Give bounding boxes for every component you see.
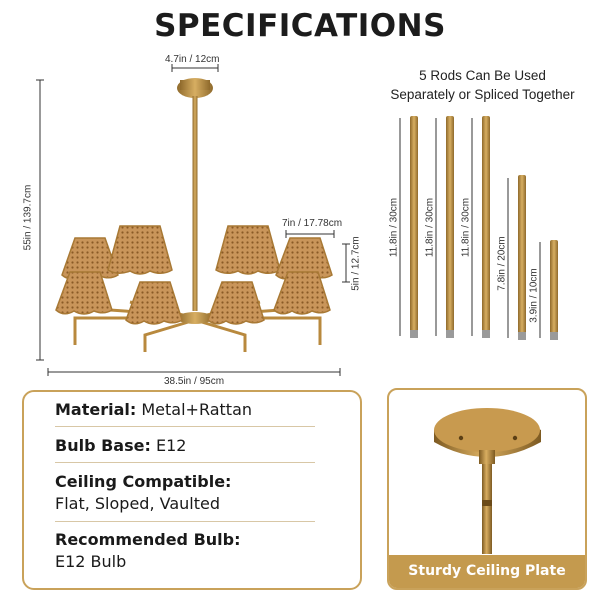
canopy-dimension-line [171,64,219,72]
recommended-bulb-label: Recommended Bulb: [55,530,241,549]
rod-1 [410,116,418,338]
divider [55,462,315,463]
rods-caption-line1: 5 Rods Can Be Used [419,68,546,83]
ceiling-plate-label: Sturdy Ceiling Plate [389,555,585,588]
ceiling-compatible-spec: Ceiling Compatible: Flat, Sloped, Vaulte… [55,472,315,513]
rattan-shade [107,225,173,275]
width-dimension-line [47,368,341,376]
rattan-shade [215,225,281,275]
rod-label: 11.8in / 30cm [424,197,436,258]
rods-caption-line2: Separately or Spliced Together [390,87,575,102]
canopy-dimension-label: 4.7in / 12cm [165,54,220,65]
divider [55,521,315,522]
rod-label: 3.9in / 10cm [528,268,540,323]
recommended-bulb-value: E12 Bulb [55,552,127,571]
bulb-base-value: E12 [155,436,187,455]
shade-width-dimension-line [285,230,335,238]
material-spec: Material: Metal+Rattan [55,400,315,419]
rattan-shade [55,271,113,315]
ceiling-compatible-value: Flat, Sloped, Vaulted [55,494,220,513]
rod-5 [550,240,558,340]
material-value: Metal+Rattan [141,400,253,419]
rod-2 [446,116,454,338]
specification-panel [22,390,362,590]
width-dimension-label: 38.5in / 95cm [164,376,225,387]
divider [55,426,315,427]
shade-width-dimension-label: 7in / 17.78cm [282,218,343,229]
height-dimension-line [36,79,44,361]
rod-label: 7.8in / 20cm [496,236,508,291]
ceiling-compatible-label: Ceiling Compatible: [55,472,232,491]
rod-label: 11.8in / 30cm [388,197,400,258]
material-label: Material: [55,400,137,419]
shade-height-dimension-label: 5in / 12.7cm [350,236,362,291]
extension-rods [410,116,558,340]
height-dimension-label: 55in / 139.7cm [22,184,34,251]
rod-label: 11.8in / 30cm [460,197,472,258]
rods-caption: 5 Rods Can Be Used Separately or Spliced… [365,66,600,104]
bulb-base-spec: Bulb Base: E12 [55,436,315,455]
rattan-shade [207,281,265,325]
shade-height-dimension-line [342,243,350,283]
rattan-shade [273,271,331,315]
bulb-base-label: Bulb Base: [55,436,151,455]
page-title: SPECIFICATIONS [154,8,446,44]
ceiling-plate-image [434,408,541,554]
rattan-shade [125,281,183,325]
recommended-bulb-spec: Recommended Bulb: E12 Bulb [55,530,315,571]
ceiling-plate-panel: Sturdy Ceiling Plate [387,388,587,590]
rod-4 [518,175,526,340]
rod-3 [482,116,490,338]
chandelier-rod [192,96,198,311]
